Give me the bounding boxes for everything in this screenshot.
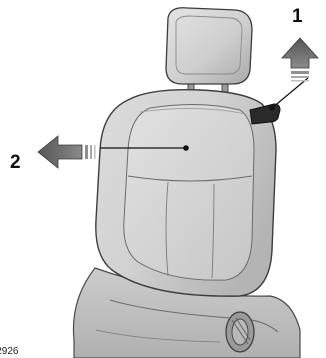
figure-id: E72926	[0, 346, 19, 357]
seat-back	[96, 90, 276, 296]
pull-up-arrow	[282, 38, 318, 82]
recline-knob	[226, 312, 254, 352]
headrest	[166, 8, 252, 84]
callout-1-leader	[269, 78, 308, 111]
callout-2-label: 2	[10, 152, 21, 173]
callout-1-label: 1	[292, 6, 303, 27]
tilt-forward-arrow	[38, 136, 96, 168]
